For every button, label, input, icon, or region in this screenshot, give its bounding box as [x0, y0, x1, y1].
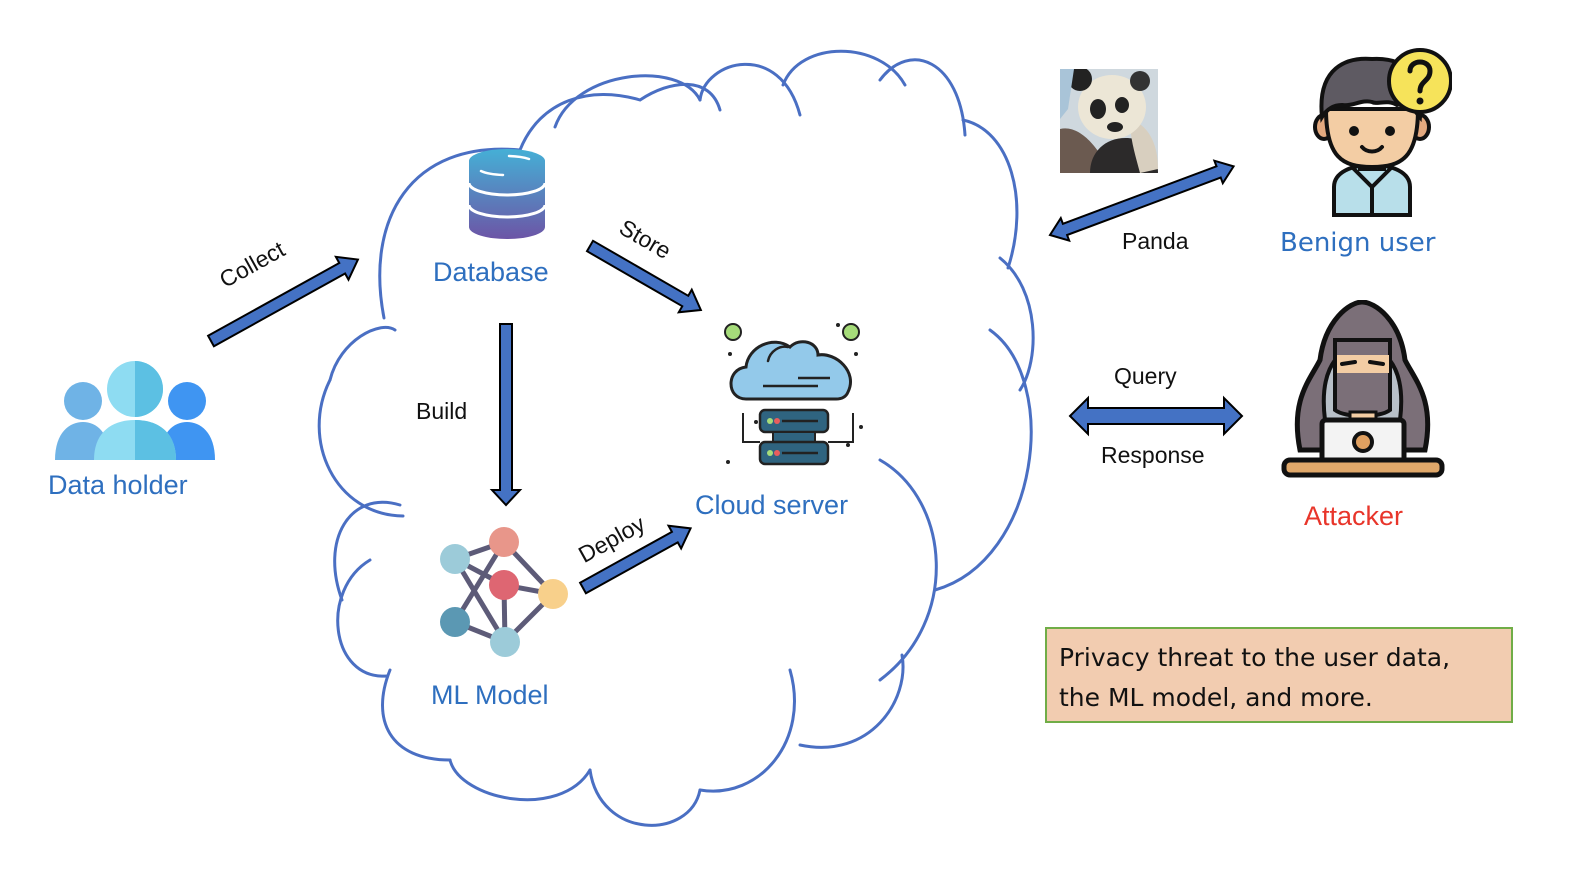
panda-label: Panda: [1122, 228, 1189, 254]
note-line-2: the ML model, and more.: [1059, 683, 1373, 712]
hacker-icon: [1281, 300, 1445, 478]
deploy-arrow: [578, 524, 693, 595]
privacy-threat-note: Privacy threat to the user data, the ML …: [1045, 627, 1513, 723]
store-arrow: [585, 239, 703, 314]
neural-network-icon: [440, 527, 568, 657]
panda-double-arrow: [1048, 159, 1236, 243]
collect-arrow: [206, 255, 360, 348]
database-label: Database: [433, 257, 549, 287]
note-line-1: Privacy threat to the user data,: [1059, 643, 1451, 672]
database-icon: [467, 149, 547, 239]
query-label: Query: [1114, 363, 1177, 389]
build-label: Build: [416, 398, 468, 424]
response-label: Response: [1101, 442, 1205, 468]
ml-model-label: ML Model: [431, 680, 549, 710]
data-holder-label: Data holder: [48, 470, 188, 500]
panda-image: [1060, 69, 1158, 173]
people-group-icon: [55, 361, 215, 460]
user-question-icon: [1313, 48, 1452, 217]
benign-user-label: Benign user: [1280, 228, 1436, 258]
query-response-double-arrow: [1068, 395, 1244, 437]
attacker-label: Attacker: [1304, 501, 1404, 531]
cloud-server-label: Cloud server: [695, 490, 849, 520]
build-arrow: [489, 323, 523, 507]
cloud-server-icon: [724, 323, 863, 466]
